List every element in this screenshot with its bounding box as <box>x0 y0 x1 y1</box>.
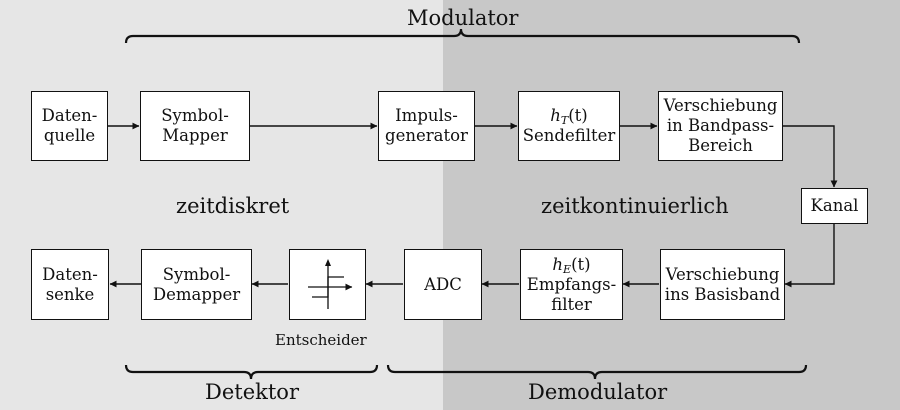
empfangsfilter-block: hE(t) Empfangs- filter <box>520 249 623 320</box>
demodulator-label: Demodulator <box>528 380 668 404</box>
sendefilter-block: hT(t) Sendefilter <box>518 91 620 161</box>
datensenke-block: Daten- senke <box>31 249 109 320</box>
demodulator-brace <box>386 364 808 380</box>
decision-threshold-icon <box>307 258 352 309</box>
detektor-brace <box>124 364 379 380</box>
symbol-mapper-block: Symbol- Mapper <box>140 91 250 161</box>
arrow-kanal-to-basisband <box>784 224 835 288</box>
basisband-shift-block: Verschiebung ins Basisband <box>660 249 785 320</box>
adc-block: ADC <box>404 249 482 320</box>
zeitdiskret-label: zeitdiskret <box>176 194 290 218</box>
kanal-block: Kanal <box>801 188 868 224</box>
entscheider-label: Entscheider <box>275 331 367 349</box>
detektor-label: Detektor <box>205 380 299 404</box>
zeitkontinuierlich-label: zeitkontinuierlich <box>541 194 729 218</box>
entscheider-block <box>289 249 366 320</box>
modulator-label: Modulator <box>407 6 519 30</box>
datenquelle-block: Daten- quelle <box>31 91 108 161</box>
arrow-bandpass-to-kanal <box>783 125 838 188</box>
impulsgenerator-block: Impuls- generator <box>378 91 475 161</box>
bandpass-shift-block: Verschiebung in Bandpass- Bereich <box>658 91 783 161</box>
modulator-brace <box>124 28 801 44</box>
symbol-demapper-block: Symbol- Demapper <box>141 249 252 320</box>
discrete-time-region <box>0 0 443 410</box>
